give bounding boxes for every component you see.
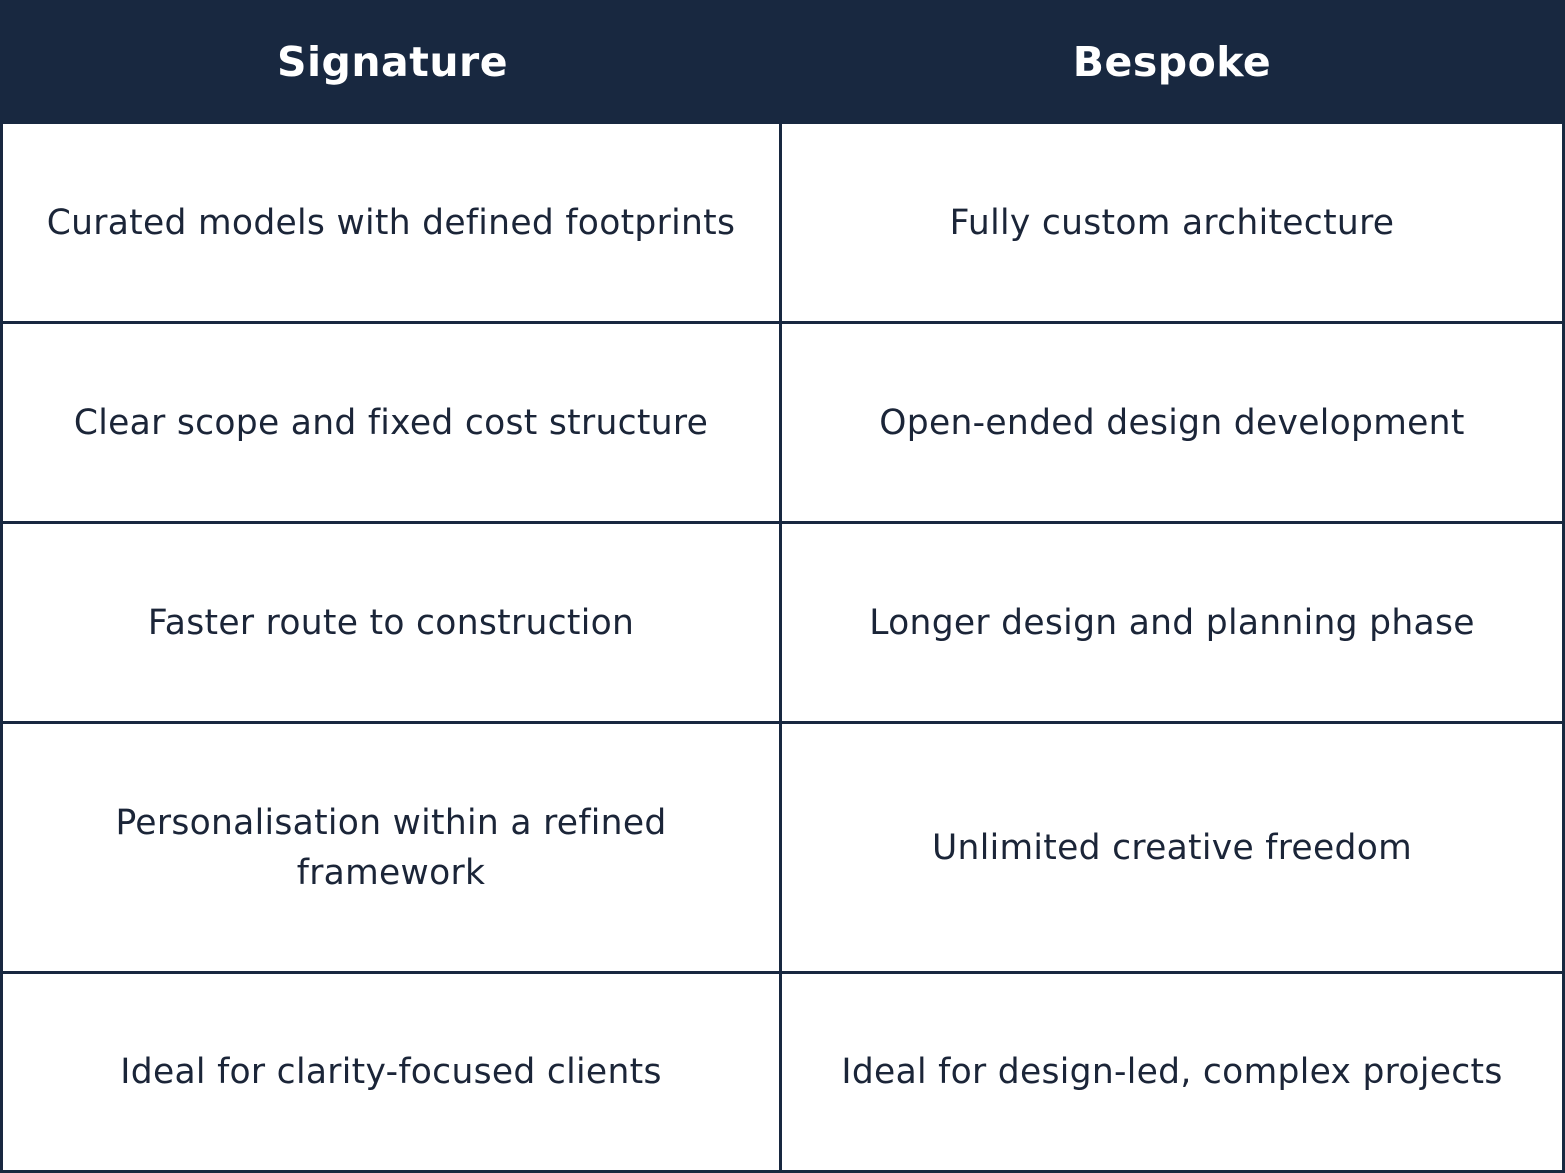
cell-text: Personalisation within a refined framewo… [115, 802, 667, 893]
table-cell-signature-row-1: Curated models with defined footprints [3, 121, 782, 321]
table-cell-signature-row-4: Personalisation within a refined framewo… [3, 721, 782, 971]
table-cell-bespoke-row-3: Longer design and planning phase [782, 521, 1562, 721]
cell-text: Unlimited creative freedom [931, 827, 1413, 868]
cell-text: Curated models with defined footprints [46, 202, 736, 243]
cell-text: Ideal for clarity-focused clients [120, 1052, 662, 1092]
table-cell-signature-row-2: Clear scope and fixed cost structure [3, 321, 782, 521]
table-cell-signature-row-3: Faster route to construction [3, 521, 782, 721]
table-cell-bespoke-row-5: Ideal for design-led, complex projects [782, 971, 1562, 1170]
table-cell-bespoke-row-4: Unlimited creative freedom [782, 721, 1562, 971]
cell-text: Faster route to construction [147, 602, 635, 643]
table-cell-signature-row-5: Ideal for clarity-focused clients [3, 971, 782, 1170]
cell-text: Longer design and planning phase [869, 602, 1475, 643]
cell-text: Fully custom architecture [949, 202, 1395, 243]
cell-text: Clear scope and fixed cost structure [73, 402, 709, 443]
column-header-bespoke: Bespoke [782, 3, 1562, 121]
table-cell-bespoke-row-1: Fully custom architecture [782, 121, 1562, 321]
column-header-signature: Signature [3, 3, 782, 121]
cell-text: Ideal for design-led, complex projects [841, 1052, 1503, 1092]
cell-text: Open-ended design development [879, 402, 1465, 443]
table-cell-bespoke-row-2: Open-ended design development [782, 321, 1562, 521]
